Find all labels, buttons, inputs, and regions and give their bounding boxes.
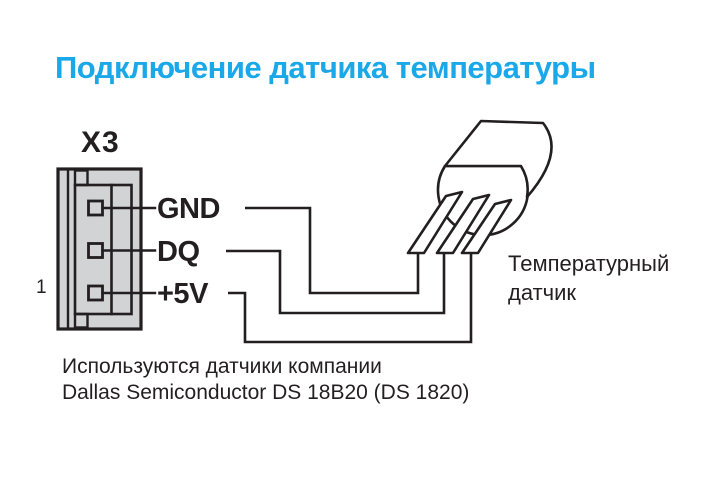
wires — [226, 206, 473, 344]
caption: Используются датчики компании Dallas Sem… — [62, 354, 469, 406]
sensor-body-top — [443, 119, 553, 199]
page-title: Подключение датчика температуры — [55, 50, 596, 85]
wire-5v — [228, 253, 473, 344]
wire-gnd — [245, 206, 420, 295]
connector-designator: X3 — [81, 126, 120, 159]
sensor-leg-2 — [435, 193, 491, 255]
wire-dq — [226, 249, 446, 315]
sensor-leg-3 — [460, 198, 513, 255]
caption-line-2: Dallas Semiconductor DS 18B20 (DS 1820) — [62, 381, 470, 404]
pin-label-dq: DQ — [157, 236, 200, 268]
sensor-drawing — [406, 119, 553, 255]
pin-1-number: 1 — [36, 277, 47, 298]
connector-top-notch — [73, 169, 89, 187]
connector-body — [56, 167, 157, 331]
sensor-label: Температурный датчик — [508, 251, 670, 305]
pin-label-5v: +5V — [157, 278, 208, 310]
caption-line-1: Используются датчики компании — [62, 355, 382, 378]
pin-label-gnd: GND — [157, 193, 220, 225]
connector-bottom-notch — [73, 312, 89, 329]
sensor-leg-1 — [406, 190, 464, 255]
